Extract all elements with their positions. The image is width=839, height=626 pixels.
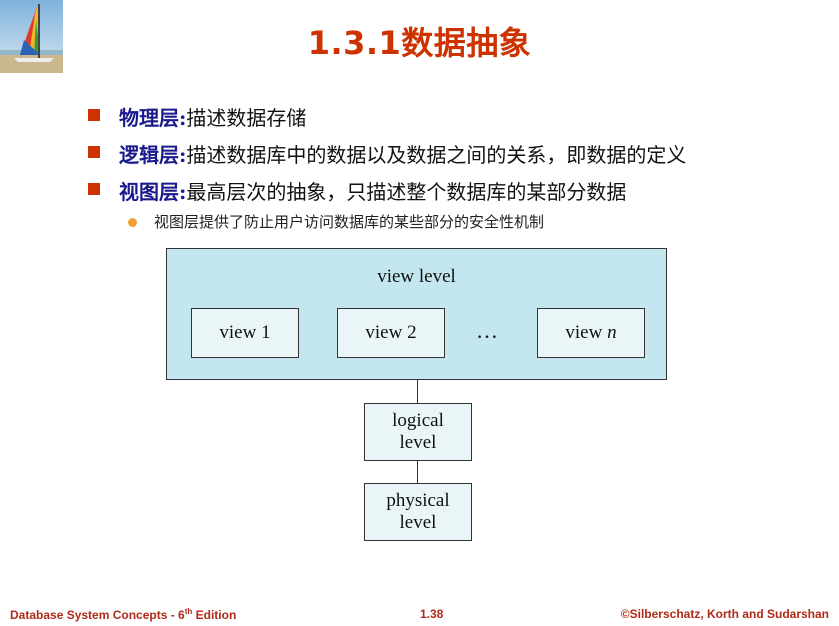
connector-logical-physical [417, 461, 418, 484]
view-n-word: view [565, 322, 603, 343]
footer-book-title-text: Database System Concepts - 6 [10, 608, 185, 622]
view-n-variable: n [607, 322, 617, 343]
view-n-box: view n [537, 308, 645, 358]
page-title: 1.3.1数据抽象 [307, 24, 532, 62]
square-bullet-icon [88, 146, 100, 158]
bullet-desc: 描述数据存储 [186, 106, 307, 130]
view-2-box: view 2 [337, 308, 445, 358]
term-separator: : [179, 106, 187, 130]
connector-view-logical [417, 380, 418, 404]
view-1-label: view 1 [219, 322, 271, 343]
physical-level-box: physical level [364, 483, 472, 541]
bullet-desc: 最高层次的抽象，只描述整个数据库的某部分数据 [186, 180, 627, 204]
term-separator: : [179, 180, 187, 204]
footer-copyright: ©Silberschatz, Korth and Sudarshan [620, 607, 829, 621]
logical-level-line1: logical [392, 410, 444, 431]
bullet-desc: 描述数据库中的数据以及数据之间的关系，即数据的定义 [186, 143, 687, 167]
view-1-box: view 1 [191, 308, 299, 358]
bullet-term: 物理层 [119, 106, 179, 130]
term-separator: : [179, 143, 187, 167]
logical-level-line2: level [399, 432, 437, 453]
footer-page-number: 1.38 [420, 607, 444, 621]
view-2-label: view 2 [365, 322, 417, 343]
ellipsis: … [476, 318, 498, 343]
footer-edition-suffix: Edition [192, 608, 237, 622]
bullet-term: 逻辑层 [119, 143, 179, 167]
sailboat-logo [0, 0, 63, 73]
logical-level-box: logical level [364, 403, 472, 461]
square-bullet-icon [88, 109, 100, 121]
sub-bullet-text: 视图层提供了防止用户访问数据库的某些部分的安全性机制 [154, 213, 545, 231]
view-level-label: view level [377, 266, 456, 287]
footer-edition-sup: th [184, 607, 193, 616]
view-n-label: view n [565, 322, 616, 344]
round-bullet-icon [128, 218, 137, 227]
physical-level-line2: level [399, 512, 437, 533]
square-bullet-icon [88, 183, 100, 195]
footer-book-title: Database System Concepts - 6th Edition [10, 607, 236, 622]
physical-level-line1: physical [386, 490, 450, 511]
bullet-term: 视图层 [119, 180, 179, 204]
